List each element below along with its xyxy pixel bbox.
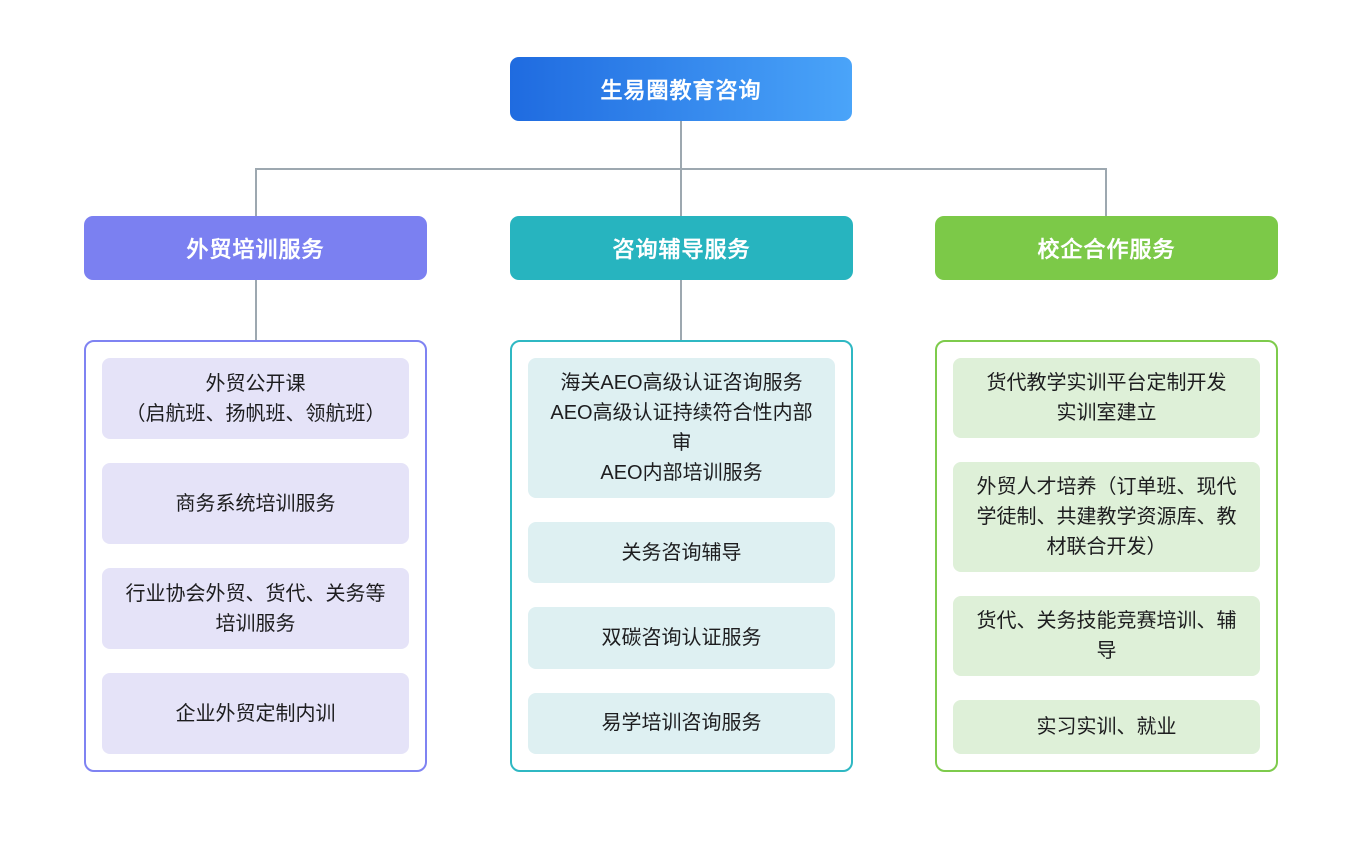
branch-header-label: 咨询辅导服务 [612, 237, 751, 262]
leaf-node: 货代、关务技能竞赛培训、辅导 [953, 596, 1260, 676]
branch-container-consulting: 海关AEO高级认证咨询服务 AEO高级认证持续符合性内部审 AEO内部培训服务 … [510, 340, 853, 772]
connector-branch-1-container [255, 280, 257, 340]
connector-root-vertical [680, 121, 682, 169]
leaf-node: 外贸公开课 （启航班、扬帆班、领航班） [102, 358, 409, 439]
leaf-node: 外贸人才培养（订单班、现代学徒制、共建教学资源库、教材联合开发） [953, 462, 1260, 572]
leaf-node: 行业协会外贸、货代、关务等培训服务 [102, 568, 409, 649]
leaf-node: 货代教学实训平台定制开发 实训室建立 [953, 358, 1260, 438]
leaf-node: 海关AEO高级认证咨询服务 AEO高级认证持续符合性内部审 AEO内部培训服务 [528, 358, 835, 498]
connector-drop-branch-1 [255, 168, 257, 216]
leaf-node: 关务咨询辅导 [528, 522, 835, 584]
branch-header-trade-training: 外贸培训服务 [84, 216, 427, 280]
branch-header-label: 校企合作服务 [1037, 237, 1176, 262]
connector-branch-2-container [680, 280, 682, 340]
leaf-node: 企业外贸定制内训 [102, 673, 409, 754]
branch-container-trade-training: 外贸公开课 （启航班、扬帆班、领航班） 商务系统培训服务 行业协会外贸、货代、关… [84, 340, 427, 772]
branch-header-school-enterprise: 校企合作服务 [935, 216, 1278, 280]
leaf-node: 商务系统培训服务 [102, 463, 409, 544]
root-node-label: 生易圈教育咨询 [600, 78, 762, 103]
connector-drop-branch-3 [1105, 168, 1107, 216]
branch-header-consulting: 咨询辅导服务 [510, 216, 853, 280]
root-node: 生易圈教育咨询 [510, 57, 852, 121]
leaf-node: 易学培训咨询服务 [528, 692, 835, 754]
branch-header-label: 外贸培训服务 [186, 237, 325, 262]
leaf-node: 双碳咨询认证服务 [528, 607, 835, 669]
leaf-node: 实习实训、就业 [953, 700, 1260, 754]
branch-container-school-enterprise: 货代教学实训平台定制开发 实训室建立 外贸人才培养（订单班、现代学徒制、共建教学… [935, 340, 1278, 772]
connector-drop-branch-2 [680, 168, 682, 216]
